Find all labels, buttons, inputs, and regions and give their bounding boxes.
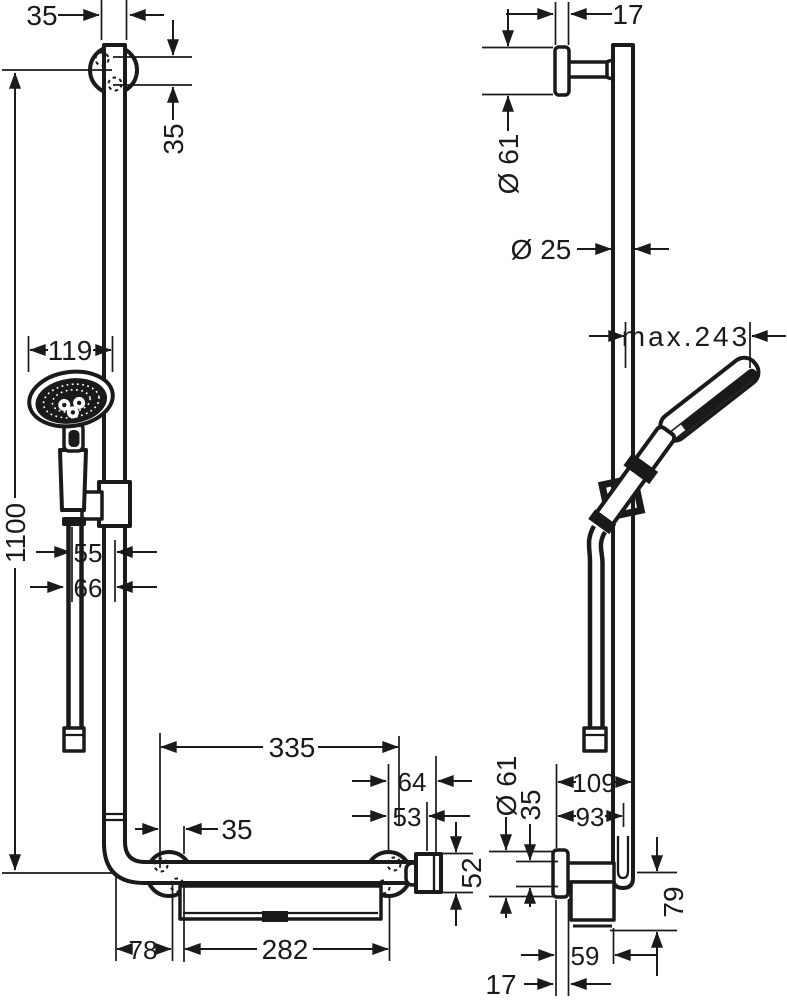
dim-label-top-plate-depth: 17 (612, 0, 643, 30)
side-rail-hook (616, 836, 630, 880)
handshower-handle-front (58, 448, 88, 512)
dim-label-bottom-plate-depth: 17 (485, 969, 516, 1000)
side-dimensions: 17 Ø 61 Ø 25 max.243 109 93 Ø 61 (482, 0, 786, 1000)
bottom-body (569, 880, 616, 922)
dim-label-top-escutcheon: Ø 61 (493, 134, 524, 195)
top-arm (565, 60, 609, 79)
hose-crimp-side (588, 509, 617, 535)
dim-label-screw-offset: 35 (515, 789, 546, 820)
bottom-arm (565, 861, 616, 884)
screw-hole (153, 857, 169, 873)
dim-label-body-depth: 59 (571, 941, 600, 971)
front-view (27, 43, 443, 922)
dim-label-wall-to-hose: 93 (576, 802, 605, 832)
dim-label-total-height: 1100 (0, 503, 31, 563)
dim-label-bar-length: 335 (269, 732, 316, 763)
dim-label-mount-to-holder: 53 (393, 802, 422, 832)
screw-hole (94, 51, 110, 67)
hose-connector-side (582, 726, 608, 753)
handshower-handle-side (588, 425, 677, 535)
dim-label-mount-to-end: 64 (398, 767, 427, 797)
dim-label-mount-screw-spacing: 35 (158, 123, 189, 154)
dim-label-bar-mount-offset: 35 (221, 814, 252, 845)
spray-face-side (669, 368, 758, 440)
dim-label-hose-to-rail-outer: 66 (74, 573, 103, 603)
holder-clamp (623, 453, 659, 485)
hose-connector-front (62, 726, 86, 753)
dim-label-hook-drop: 79 (658, 886, 689, 917)
screw-hole (107, 76, 123, 92)
dim-label-bottom-escutcheon: Ø 61 (491, 756, 522, 817)
bottom-wall-plate (551, 848, 570, 899)
hose-side (586, 524, 596, 727)
bar-end-holder (414, 852, 443, 894)
dim-label-rail-top-offset: 35 (26, 0, 57, 31)
dim-label-holder-height: 52 (456, 857, 487, 888)
dim-label-rail-to-mount: 78 (129, 935, 158, 965)
soap-shelf-clip (262, 911, 288, 922)
ball-joint-core (68, 430, 80, 447)
dim-label-handshower-reach: max.243 (622, 321, 750, 352)
dim-label-rail-diameter: Ø 25 (511, 234, 572, 265)
front-dimensions: 35 35 1100 119 55 66 335 (0, 0, 487, 965)
dim-label-shelf-length: 282 (262, 934, 309, 965)
screw-hole (375, 879, 391, 895)
hose-side (598, 530, 607, 727)
side-view (551, 43, 761, 928)
dim-label-hose-to-rail: 55 (74, 538, 103, 568)
screw-hole (386, 856, 402, 872)
dim-label-wall-to-rail: 109 (572, 768, 615, 798)
top-wall-plate (553, 45, 571, 97)
hose-crimp-front (62, 517, 86, 526)
dim-label-handshower-width: 119 (48, 335, 93, 366)
front-rail (102, 43, 422, 885)
handshower-head-front (27, 369, 115, 429)
